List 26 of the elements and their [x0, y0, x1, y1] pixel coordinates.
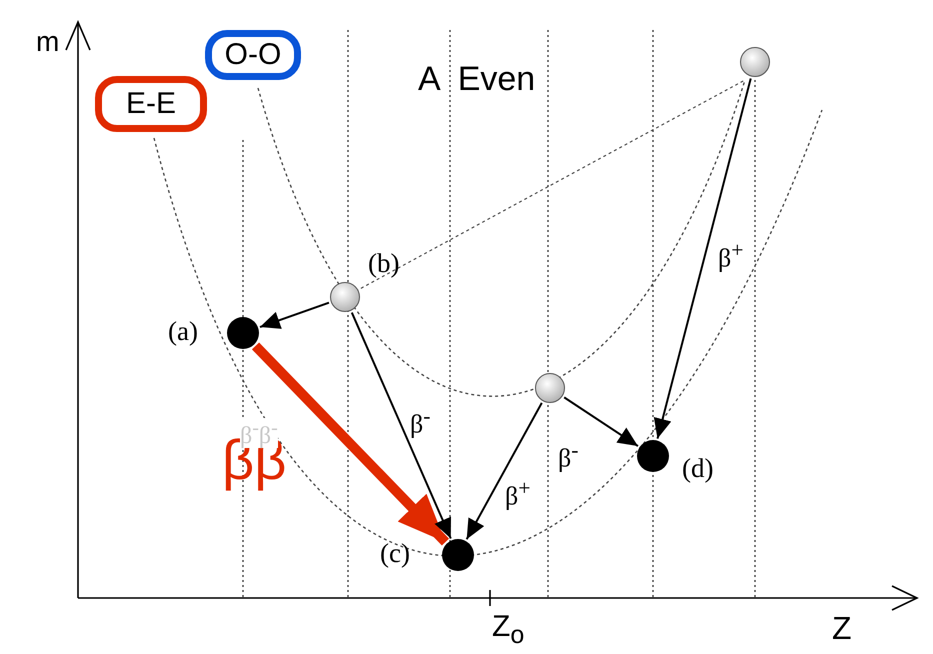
edge-label: β$^{-}$ — [558, 440, 578, 472]
node-caption: (c) — [380, 540, 410, 567]
axis-label: m — [36, 28, 60, 56]
edge-label: β$^{+}$ — [505, 478, 530, 510]
nucleus-circle — [330, 282, 360, 312]
node-caption: (a) — [168, 318, 198, 345]
axis-label: Z$_{o}$ — [492, 612, 524, 648]
arrow — [654, 78, 752, 439]
nucleus-dot — [637, 440, 669, 472]
nucleus-dot — [227, 317, 259, 349]
arrow — [252, 342, 450, 546]
axis-label: Z — [832, 612, 852, 644]
diagram-heading: A Even — [418, 62, 536, 96]
nucleus-circle — [535, 373, 565, 403]
arrow — [350, 312, 452, 539]
edge-label: β$^{+}$ — [718, 240, 744, 272]
edge-label: β$^{-}$ — [410, 406, 430, 438]
arrow — [466, 402, 543, 540]
node-caption: (b) — [368, 250, 400, 277]
node-caption: (d) — [682, 455, 714, 482]
nucleus-dot — [442, 539, 474, 571]
label-box: O-O — [205, 30, 301, 80]
label-box: E-E — [95, 76, 207, 132]
arrow — [260, 302, 330, 329]
nucleus-circle — [740, 47, 770, 77]
arrow — [564, 396, 639, 447]
